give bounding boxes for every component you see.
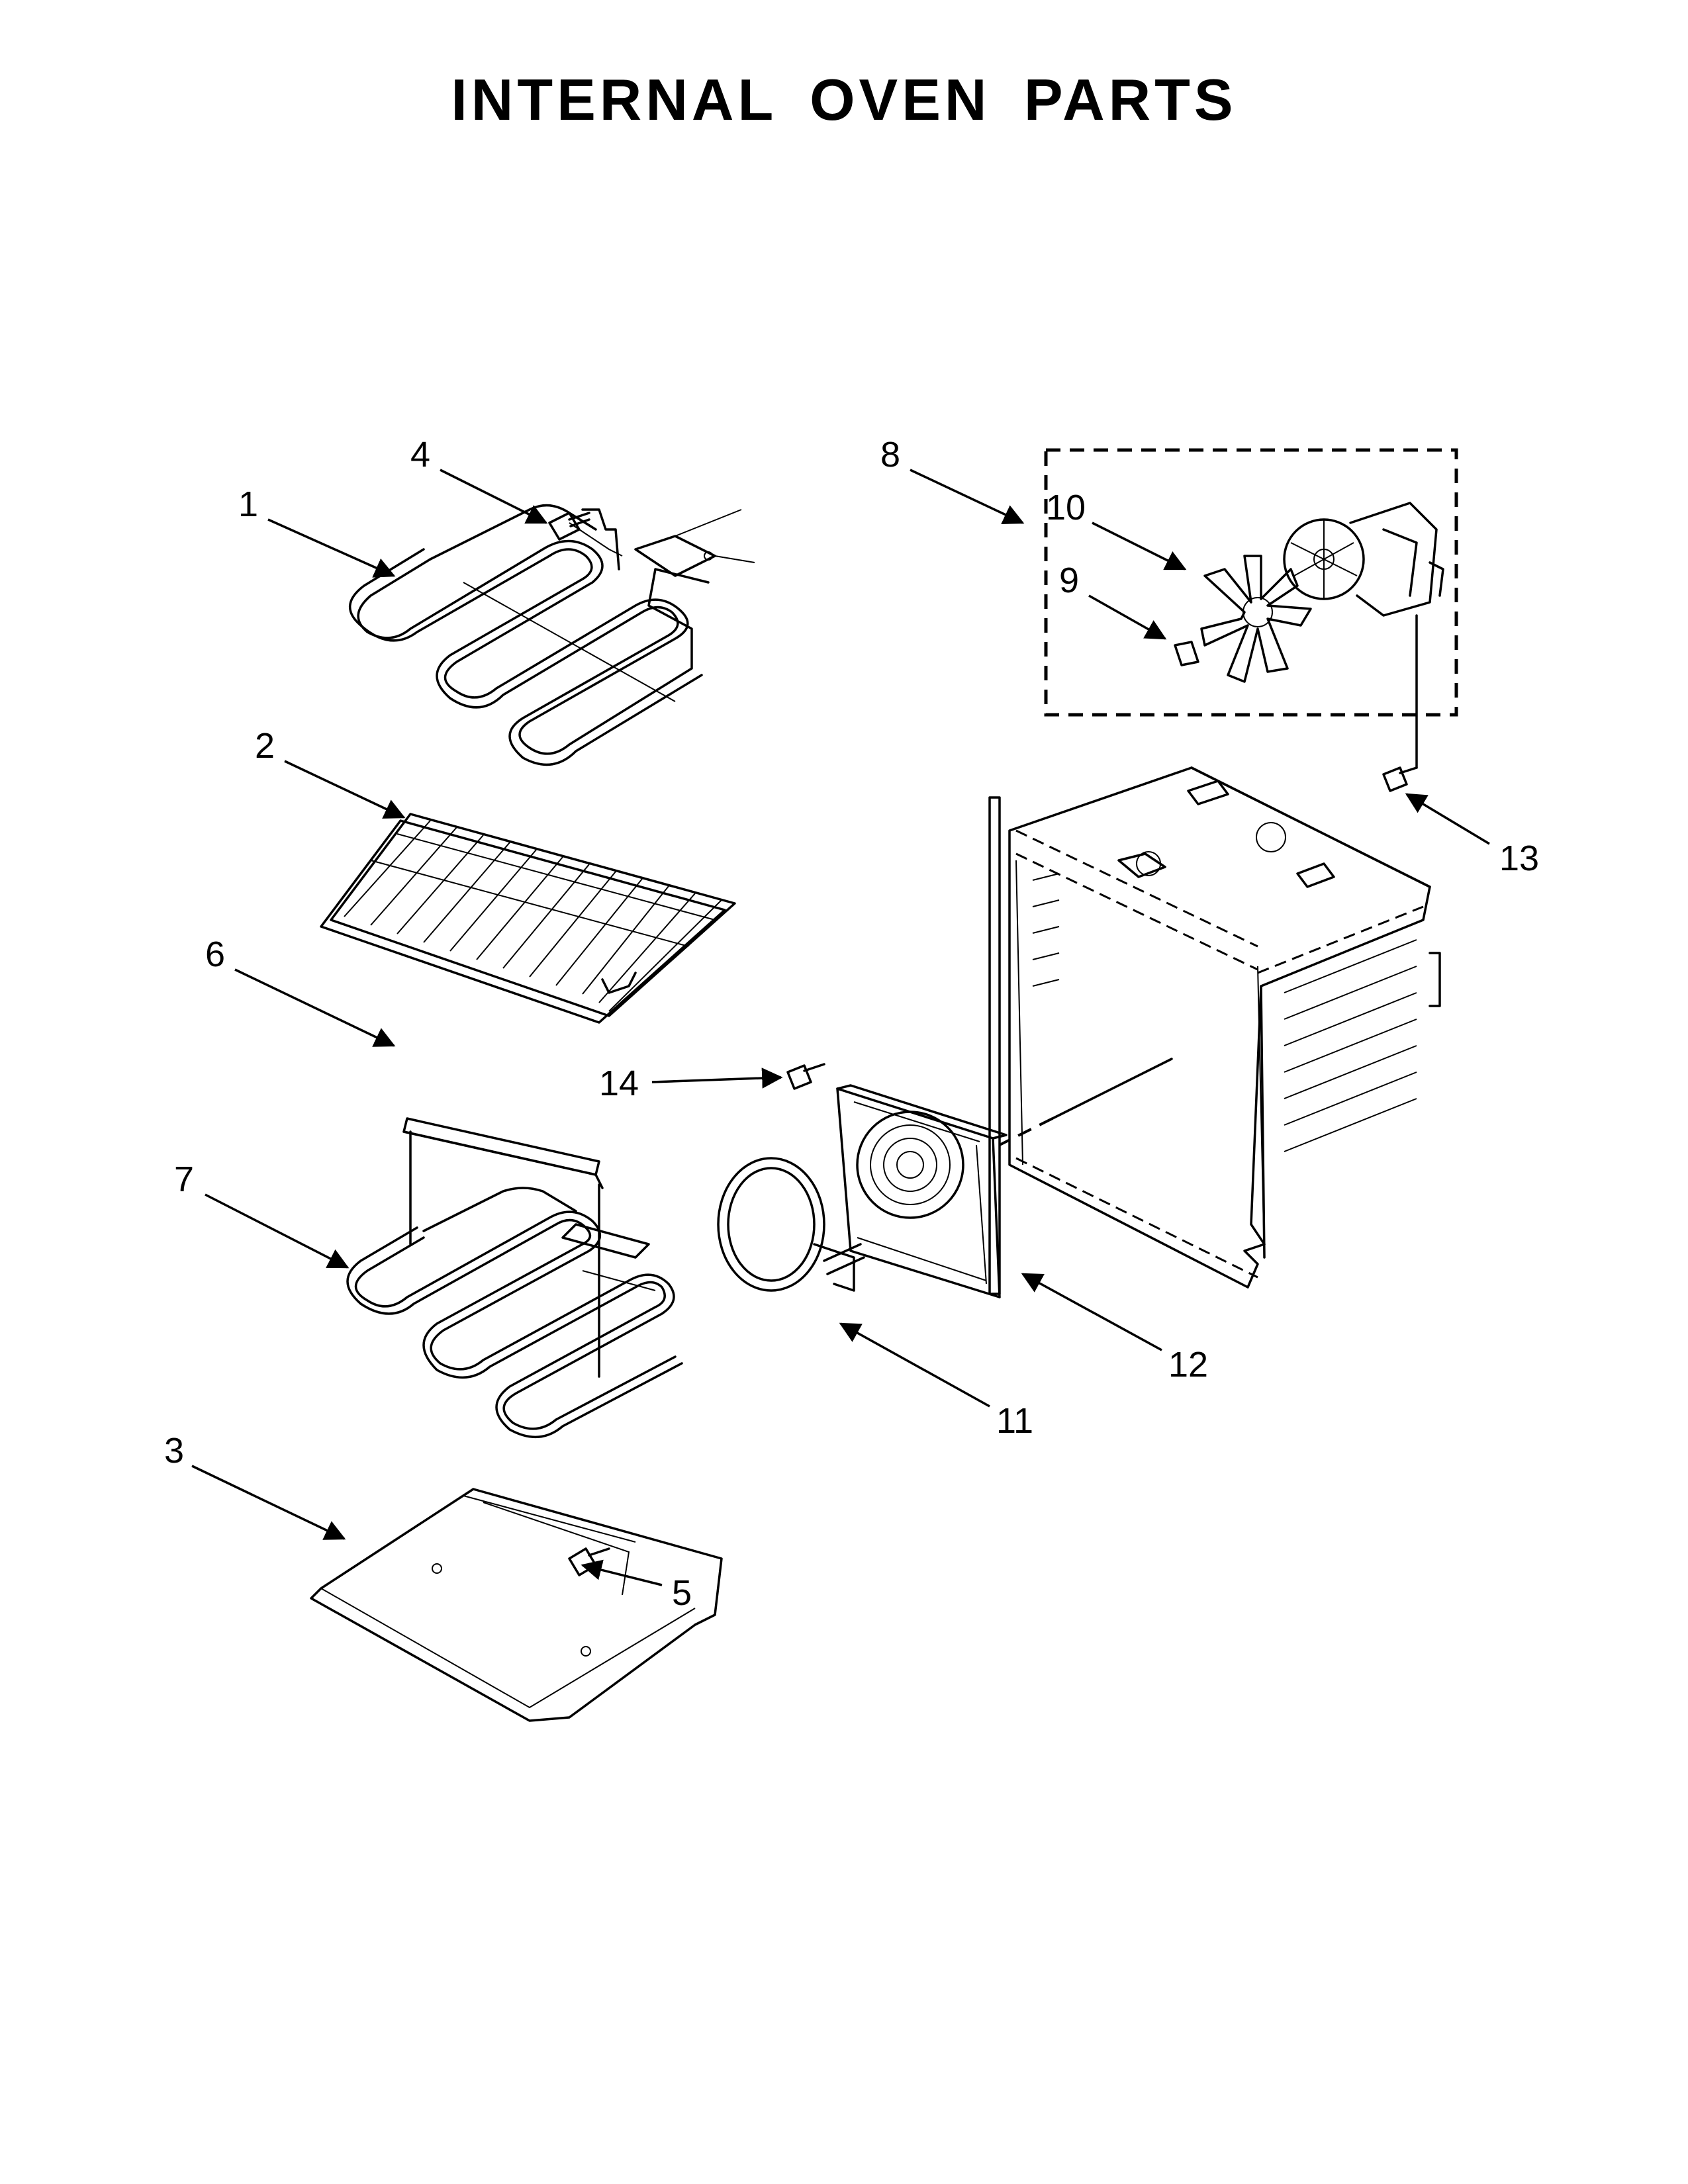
svg-text:9: 9 [1059, 561, 1079, 600]
page-title: INTERNAL OVEN PARTS [451, 67, 1237, 132]
svg-text:7: 7 [174, 1160, 194, 1199]
callout-1: 1 [238, 484, 396, 578]
svg-text:2: 2 [255, 726, 275, 766]
convection-fan-baffle [836, 1084, 1008, 1298]
callout-5: 5 [581, 1559, 692, 1613]
svg-text:10: 10 [1046, 488, 1086, 527]
oven-cavity [988, 766, 1441, 1295]
callout-12: 12 [1021, 1273, 1208, 1385]
svg-text:12: 12 [1168, 1345, 1208, 1385]
svg-text:6: 6 [205, 934, 225, 974]
callout-9: 9 [1059, 561, 1167, 640]
cavity-connection-line [1051, 1058, 1173, 1120]
motor-kit-boundary [1044, 448, 1458, 717]
convection-element [717, 1157, 865, 1292]
svg-text:3: 3 [164, 1431, 184, 1471]
callout-10: 10 [1046, 488, 1187, 570]
callout-8: 8 [880, 435, 1025, 524]
callout-6: 6 [205, 934, 396, 1047]
svg-text:1: 1 [238, 484, 258, 524]
bake-element [346, 1187, 683, 1438]
fan-nut [1174, 641, 1199, 666]
svg-text:4: 4 [410, 435, 430, 475]
cavity-connection-line [999, 1117, 1053, 1146]
svg-text:8: 8 [880, 435, 900, 475]
oven-bottom-panel [310, 1488, 723, 1722]
convection-fan-blade [1200, 555, 1312, 683]
broil-element [349, 504, 755, 766]
svg-text:11: 11 [996, 1401, 1033, 1441]
bake-element-shield [402, 1117, 604, 1189]
callout-3: 3 [164, 1431, 346, 1540]
svg-text:5: 5 [672, 1573, 692, 1613]
callout-7: 7 [174, 1160, 350, 1269]
screw-part-14 [786, 1063, 825, 1090]
oven-rack [320, 813, 736, 1024]
callout-13: 13 [1405, 793, 1539, 878]
callout-14: 14 [599, 1064, 783, 1103]
svg-text:14: 14 [599, 1064, 639, 1103]
screw-part-13 [1382, 766, 1418, 792]
callout-11: 11 [839, 1322, 1033, 1441]
svg-text:13: 13 [1499, 839, 1539, 878]
callout-2: 2 [255, 726, 406, 819]
convection-fan-motor [1283, 502, 1444, 617]
callout-4: 4 [410, 435, 548, 524]
screw-part-4 [548, 508, 620, 570]
